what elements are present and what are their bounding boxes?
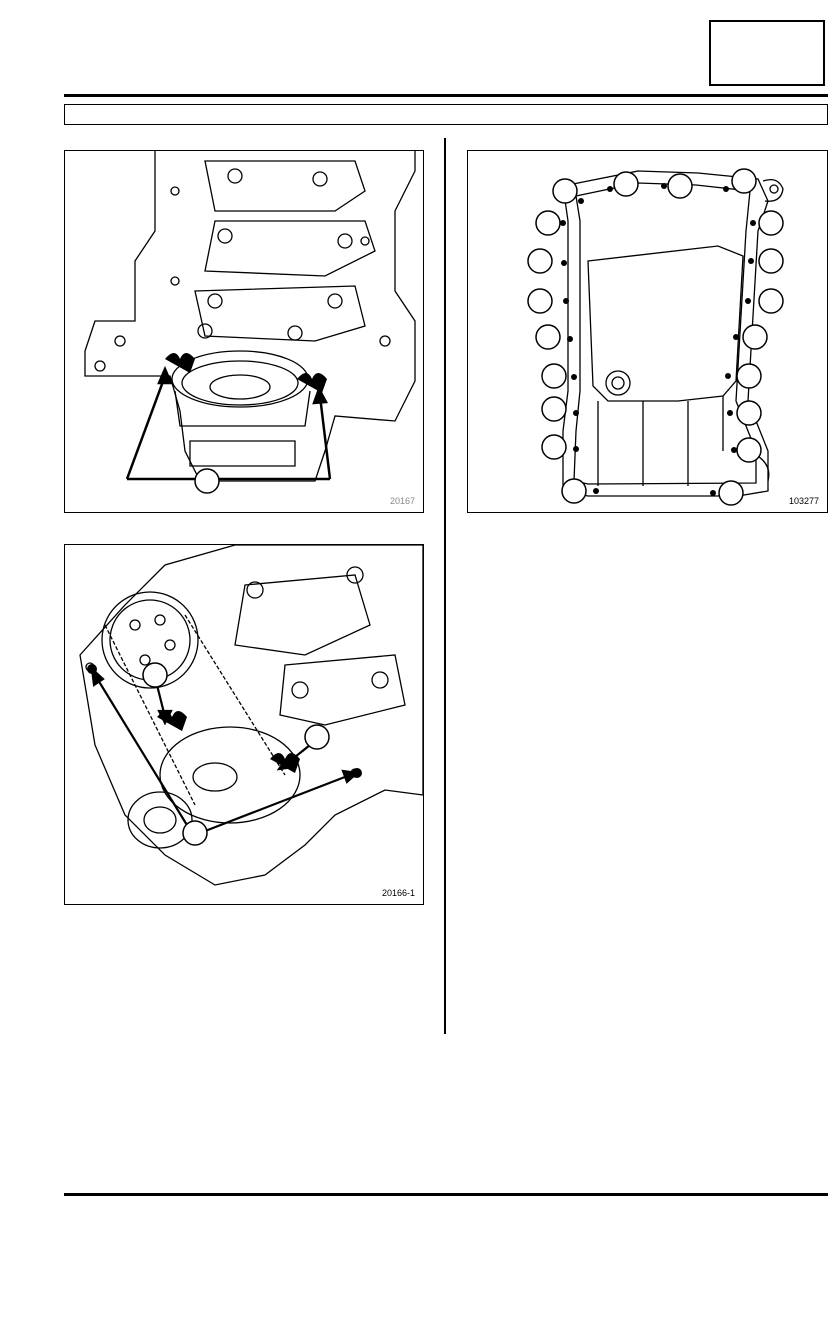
column-divider — [444, 138, 446, 1034]
callout-circle — [194, 468, 220, 494]
figure-code: 20167 — [389, 496, 415, 506]
timing-chain-drawing — [79, 545, 423, 886]
section-box — [709, 20, 825, 86]
figure-code: 20166-1 — [381, 888, 415, 898]
footer-rule — [64, 1193, 828, 1196]
figure-crankshaft: 20167 — [64, 150, 424, 513]
figure-timing-chain: 20166-1 — [64, 544, 424, 905]
callout-circles — [142, 662, 330, 846]
crankshaft-drawing — [84, 151, 416, 494]
oil-sump-drawing — [527, 168, 784, 506]
figure-code: 103277 — [788, 496, 819, 506]
header-rule — [64, 94, 828, 97]
figure-oil-sump: 103277 — [467, 150, 828, 513]
title-bar — [64, 104, 828, 125]
bolt-callouts — [527, 168, 784, 506]
